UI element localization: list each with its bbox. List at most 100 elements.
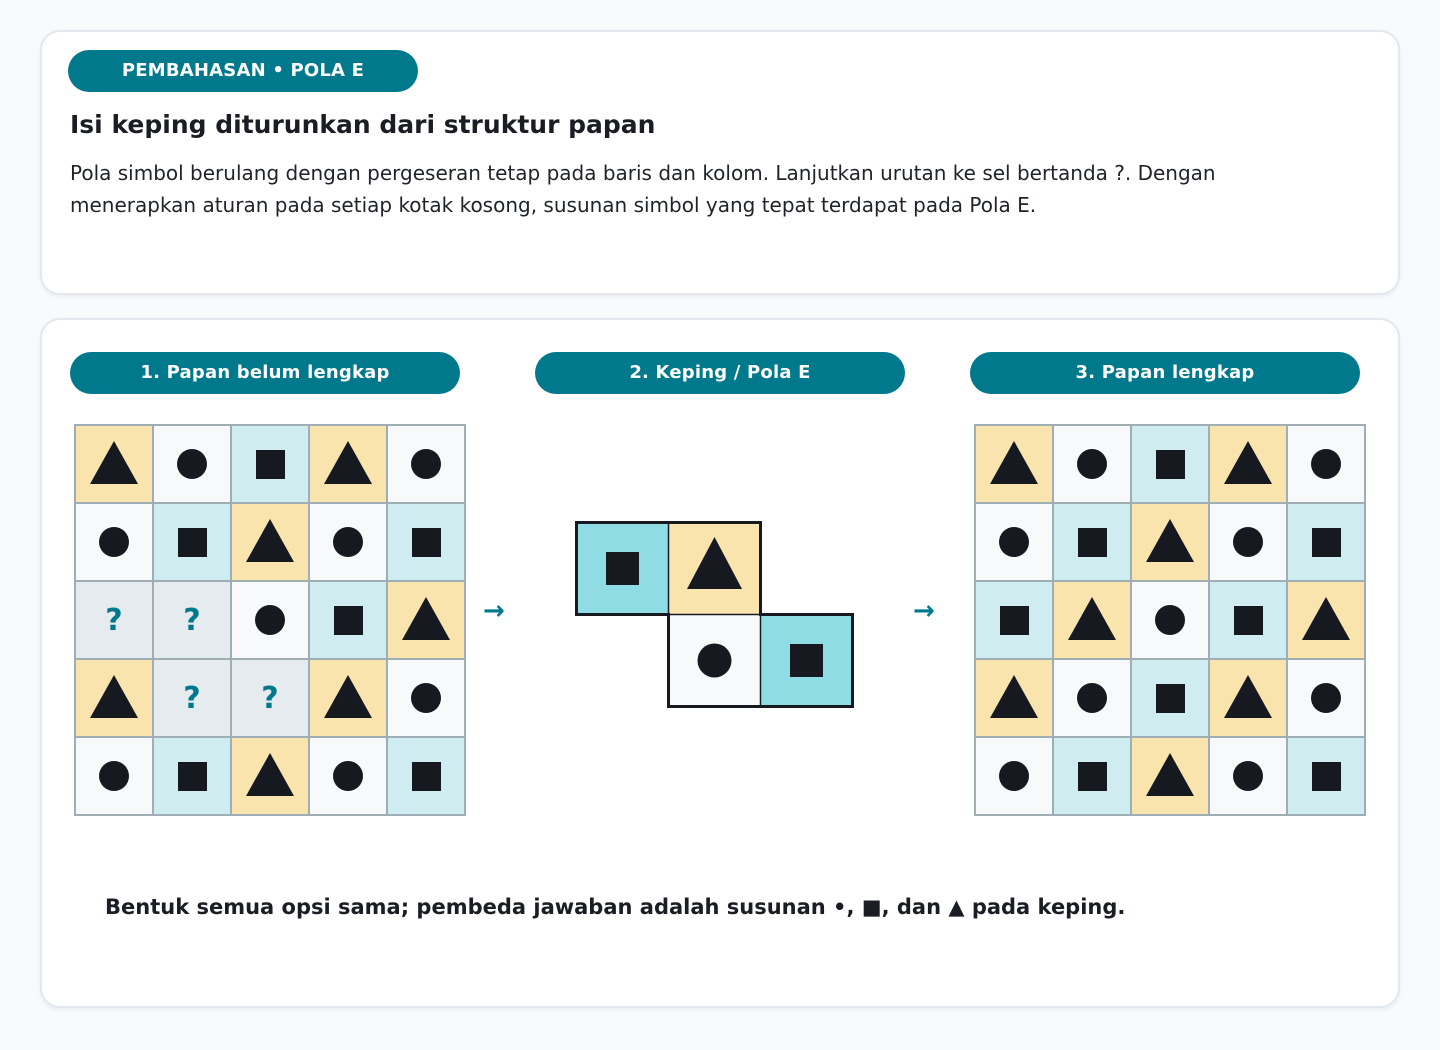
triangle-icon	[90, 674, 138, 718]
step-label-incomplete-board: 1. Papan belum lengkap	[70, 352, 460, 394]
incomplete-cell-r3-c4	[309, 581, 387, 659]
incomplete-cell-r4-c4	[309, 659, 387, 737]
square-icon	[255, 449, 285, 479]
complete-cell-r5-c3	[1131, 737, 1209, 815]
triangle-icon	[246, 518, 294, 562]
triangle-icon	[990, 674, 1038, 718]
incomplete-cell-r2-c4	[309, 503, 387, 581]
complete-cell-r4-c1	[975, 659, 1053, 737]
footer-note: Bentuk semua opsi sama; pembeda jawaban …	[105, 895, 1126, 919]
incomplete-cell-r4-c3: ?	[231, 659, 309, 737]
square-icon	[999, 605, 1029, 635]
incomplete-cell-r3-c2: ?	[153, 581, 231, 659]
circle-icon	[333, 527, 363, 557]
arrow-right-icon: →	[483, 596, 505, 626]
incomplete-cell-r4-c5	[387, 659, 465, 737]
incomplete-cell-r2-c2	[153, 503, 231, 581]
complete-cell-r5-c1	[975, 737, 1053, 815]
incomplete-cell-r4-c1	[75, 659, 153, 737]
complete-cell-r3-c5	[1287, 581, 1365, 659]
circle-icon	[411, 449, 441, 479]
complete-cell-r4-c2	[1053, 659, 1131, 737]
circle-icon	[333, 761, 363, 791]
complete-cell-r1-c5	[1287, 425, 1365, 503]
triangle-icon	[1146, 518, 1194, 562]
complete-cell-r3-c2	[1053, 581, 1131, 659]
incomplete-cell-r1-c3	[231, 425, 309, 503]
square-icon	[333, 605, 363, 635]
square-icon	[1077, 761, 1107, 791]
circle-icon	[1077, 683, 1107, 713]
incomplete-cell-r1-c4	[309, 425, 387, 503]
incomplete-cell-r1-c1	[75, 425, 153, 503]
circle-icon	[411, 683, 441, 713]
incomplete-cell-r5-c5	[387, 737, 465, 815]
square-icon	[411, 761, 441, 791]
triangle-icon	[324, 440, 372, 484]
triangle-icon	[1068, 596, 1116, 640]
square-icon	[1311, 761, 1341, 791]
triangle-icon	[1224, 674, 1272, 718]
incomplete-cell-r2-c5	[387, 503, 465, 581]
section-badge: PEMBAHASAN • POLA E	[68, 50, 418, 92]
step-label-piece: 2. Keping / Pola E	[535, 352, 905, 394]
square-icon	[790, 644, 823, 677]
complete-cell-r1-c1	[975, 425, 1053, 503]
incomplete-cell-r2-c3	[231, 503, 309, 581]
incomplete-cell-r5-c4	[309, 737, 387, 815]
square-icon	[1077, 527, 1107, 557]
incomplete-cell-r5-c2	[153, 737, 231, 815]
square-icon	[177, 527, 207, 557]
triangle-icon	[1146, 752, 1194, 796]
triangle-icon	[324, 674, 372, 718]
triangle-icon	[687, 537, 742, 589]
circle-icon	[999, 761, 1029, 791]
complete-cell-r2-c1	[975, 503, 1053, 581]
complete-cell-r4-c4	[1209, 659, 1287, 737]
complete-cell-r5-c2	[1053, 737, 1131, 815]
square-icon	[1311, 527, 1341, 557]
incomplete-cell-r3-c5	[387, 581, 465, 659]
complete-cell-r1-c2	[1053, 425, 1131, 503]
circle-icon	[177, 449, 207, 479]
square-icon	[1155, 449, 1185, 479]
circle-icon	[1311, 683, 1341, 713]
incomplete-cell-r5-c1	[75, 737, 153, 815]
complete-cell-r3-c4	[1209, 581, 1287, 659]
complete-cell-r5-c5	[1287, 737, 1365, 815]
piece-pola-e	[575, 521, 854, 708]
square-icon	[1155, 683, 1185, 713]
complete-board	[974, 424, 1366, 816]
circle-icon	[99, 527, 129, 557]
page-title: Isi keping diturunkan dari struktur papa…	[70, 110, 656, 139]
complete-cell-r2-c5	[1287, 503, 1365, 581]
incomplete-cell-r2-c1	[75, 503, 153, 581]
triangle-icon	[1302, 596, 1350, 640]
complete-cell-r5-c4	[1209, 737, 1287, 815]
incomplete-cell-r3-c1: ?	[75, 581, 153, 659]
circle-icon	[1155, 605, 1185, 635]
circle-icon	[1233, 527, 1263, 557]
complete-cell-r2-c3	[1131, 503, 1209, 581]
incomplete-board: ????	[74, 424, 466, 816]
complete-cell-r1-c4	[1209, 425, 1287, 503]
incomplete-cell-r1-c5	[387, 425, 465, 503]
triangle-icon	[246, 752, 294, 796]
incomplete-cell-r3-c3	[231, 581, 309, 659]
square-icon	[606, 552, 639, 585]
complete-cell-r2-c2	[1053, 503, 1131, 581]
complete-cell-r3-c3	[1131, 581, 1209, 659]
square-icon	[411, 527, 441, 557]
complete-cell-r3-c1	[975, 581, 1053, 659]
circle-icon	[697, 643, 732, 678]
step-label-complete-board: 3. Papan lengkap	[970, 352, 1360, 394]
complete-cell-r2-c4	[1209, 503, 1287, 581]
circle-icon	[1233, 761, 1263, 791]
square-icon	[177, 761, 207, 791]
triangle-icon	[90, 440, 138, 484]
complete-cell-r1-c3	[1131, 425, 1209, 503]
circle-icon	[99, 761, 129, 791]
circle-icon	[1311, 449, 1341, 479]
triangle-icon	[402, 596, 450, 640]
complete-cell-r4-c3	[1131, 659, 1209, 737]
